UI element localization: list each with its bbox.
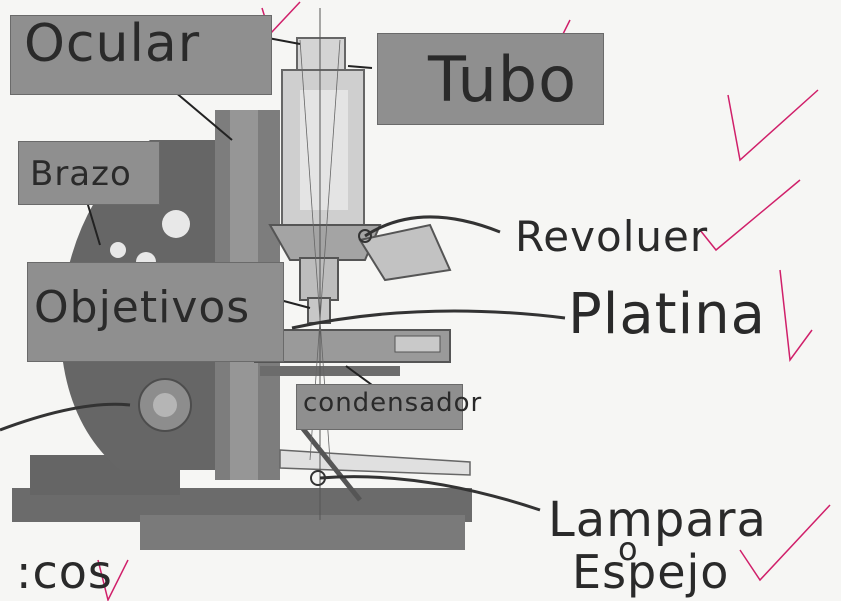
label-brazo: Brazo xyxy=(30,154,132,194)
pointer-tubo xyxy=(347,65,373,69)
label-box-brazo xyxy=(18,141,160,205)
label-platina: Platina xyxy=(568,282,766,347)
label-cutoff: :cos xyxy=(16,545,113,599)
pointer-platina xyxy=(291,309,566,330)
pointer-revolver xyxy=(364,215,501,238)
label-tubo: Tubo xyxy=(428,43,578,116)
pointer-lampara xyxy=(319,475,541,512)
label-o: o xyxy=(618,530,639,568)
label-box-objetivos xyxy=(27,262,284,362)
pointer-objetivos xyxy=(279,299,311,309)
microscope-foot xyxy=(140,515,465,550)
label-box-ocular xyxy=(10,15,272,95)
label-espejo: Espejo xyxy=(572,545,730,599)
label-objetivos: Objetivos xyxy=(34,282,251,333)
pointer-condensador xyxy=(345,365,373,386)
label-revolver: Revoluer xyxy=(515,212,709,261)
label-box-tubo xyxy=(377,33,604,125)
label-box-condensador xyxy=(296,384,463,430)
label-lampara: Lampara xyxy=(548,492,767,548)
label-ocular: Ocular xyxy=(24,14,201,74)
pointer-focus xyxy=(0,402,131,432)
label-condensador: condensador xyxy=(303,388,483,418)
check-marks xyxy=(97,1,831,601)
mirror xyxy=(279,449,471,476)
revolver xyxy=(268,224,382,261)
pointer-ocular-arrow xyxy=(267,37,301,45)
